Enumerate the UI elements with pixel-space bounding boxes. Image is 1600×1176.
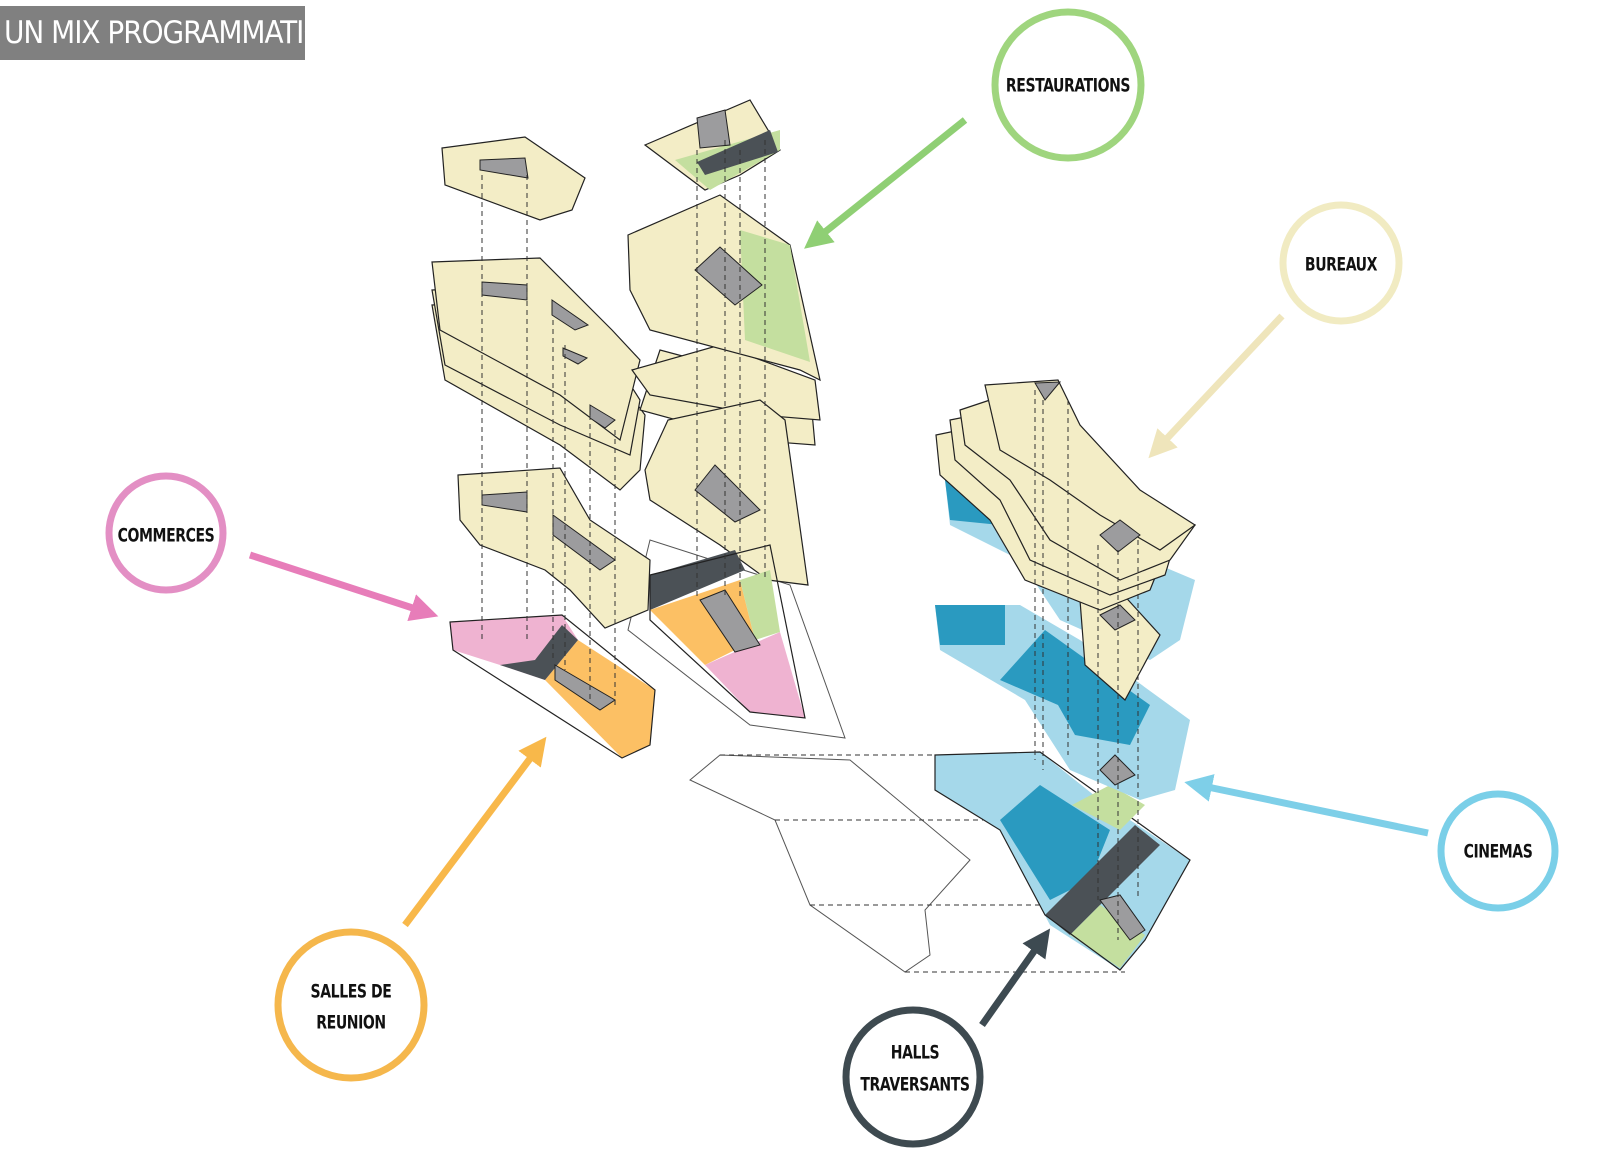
salles-circle [274, 928, 428, 1082]
commerces-arrow [248, 551, 439, 621]
salles-label-line2: REUNION [316, 1011, 386, 1034]
salles-label-line1: SALLES DE [310, 980, 392, 1003]
restaurations-arrow [804, 117, 968, 249]
right-building [934, 379, 1197, 971]
left-building [431, 136, 656, 759]
bureaux-label: BUREAUX [1304, 253, 1378, 276]
bureaux-circle [1279, 201, 1403, 325]
halls-circle [842, 1006, 984, 1148]
middle-building [627, 99, 821, 719]
bureaux-arrow [1148, 313, 1285, 459]
cinemas-arrow [1184, 774, 1429, 837]
salles-arrow [402, 736, 547, 928]
cinemas-label: CINEMAS [1463, 840, 1533, 863]
commerces-label: COMMERCES [117, 524, 215, 547]
ground-outline [627, 539, 1125, 973]
halls-arrow [979, 928, 1051, 1028]
commerces-circle [105, 472, 227, 594]
halls-label-line2: TRAVERSANTS [860, 1073, 970, 1096]
cinemas-circle [1437, 790, 1559, 912]
restaurations-label: RESTAURATIONS [1005, 74, 1131, 97]
halls-label-line1: HALLS [890, 1041, 940, 1064]
restaurations-circle [991, 8, 1145, 162]
diagram-title: UN MIX PROGRAMMATIQUE [0, 6, 361, 60]
